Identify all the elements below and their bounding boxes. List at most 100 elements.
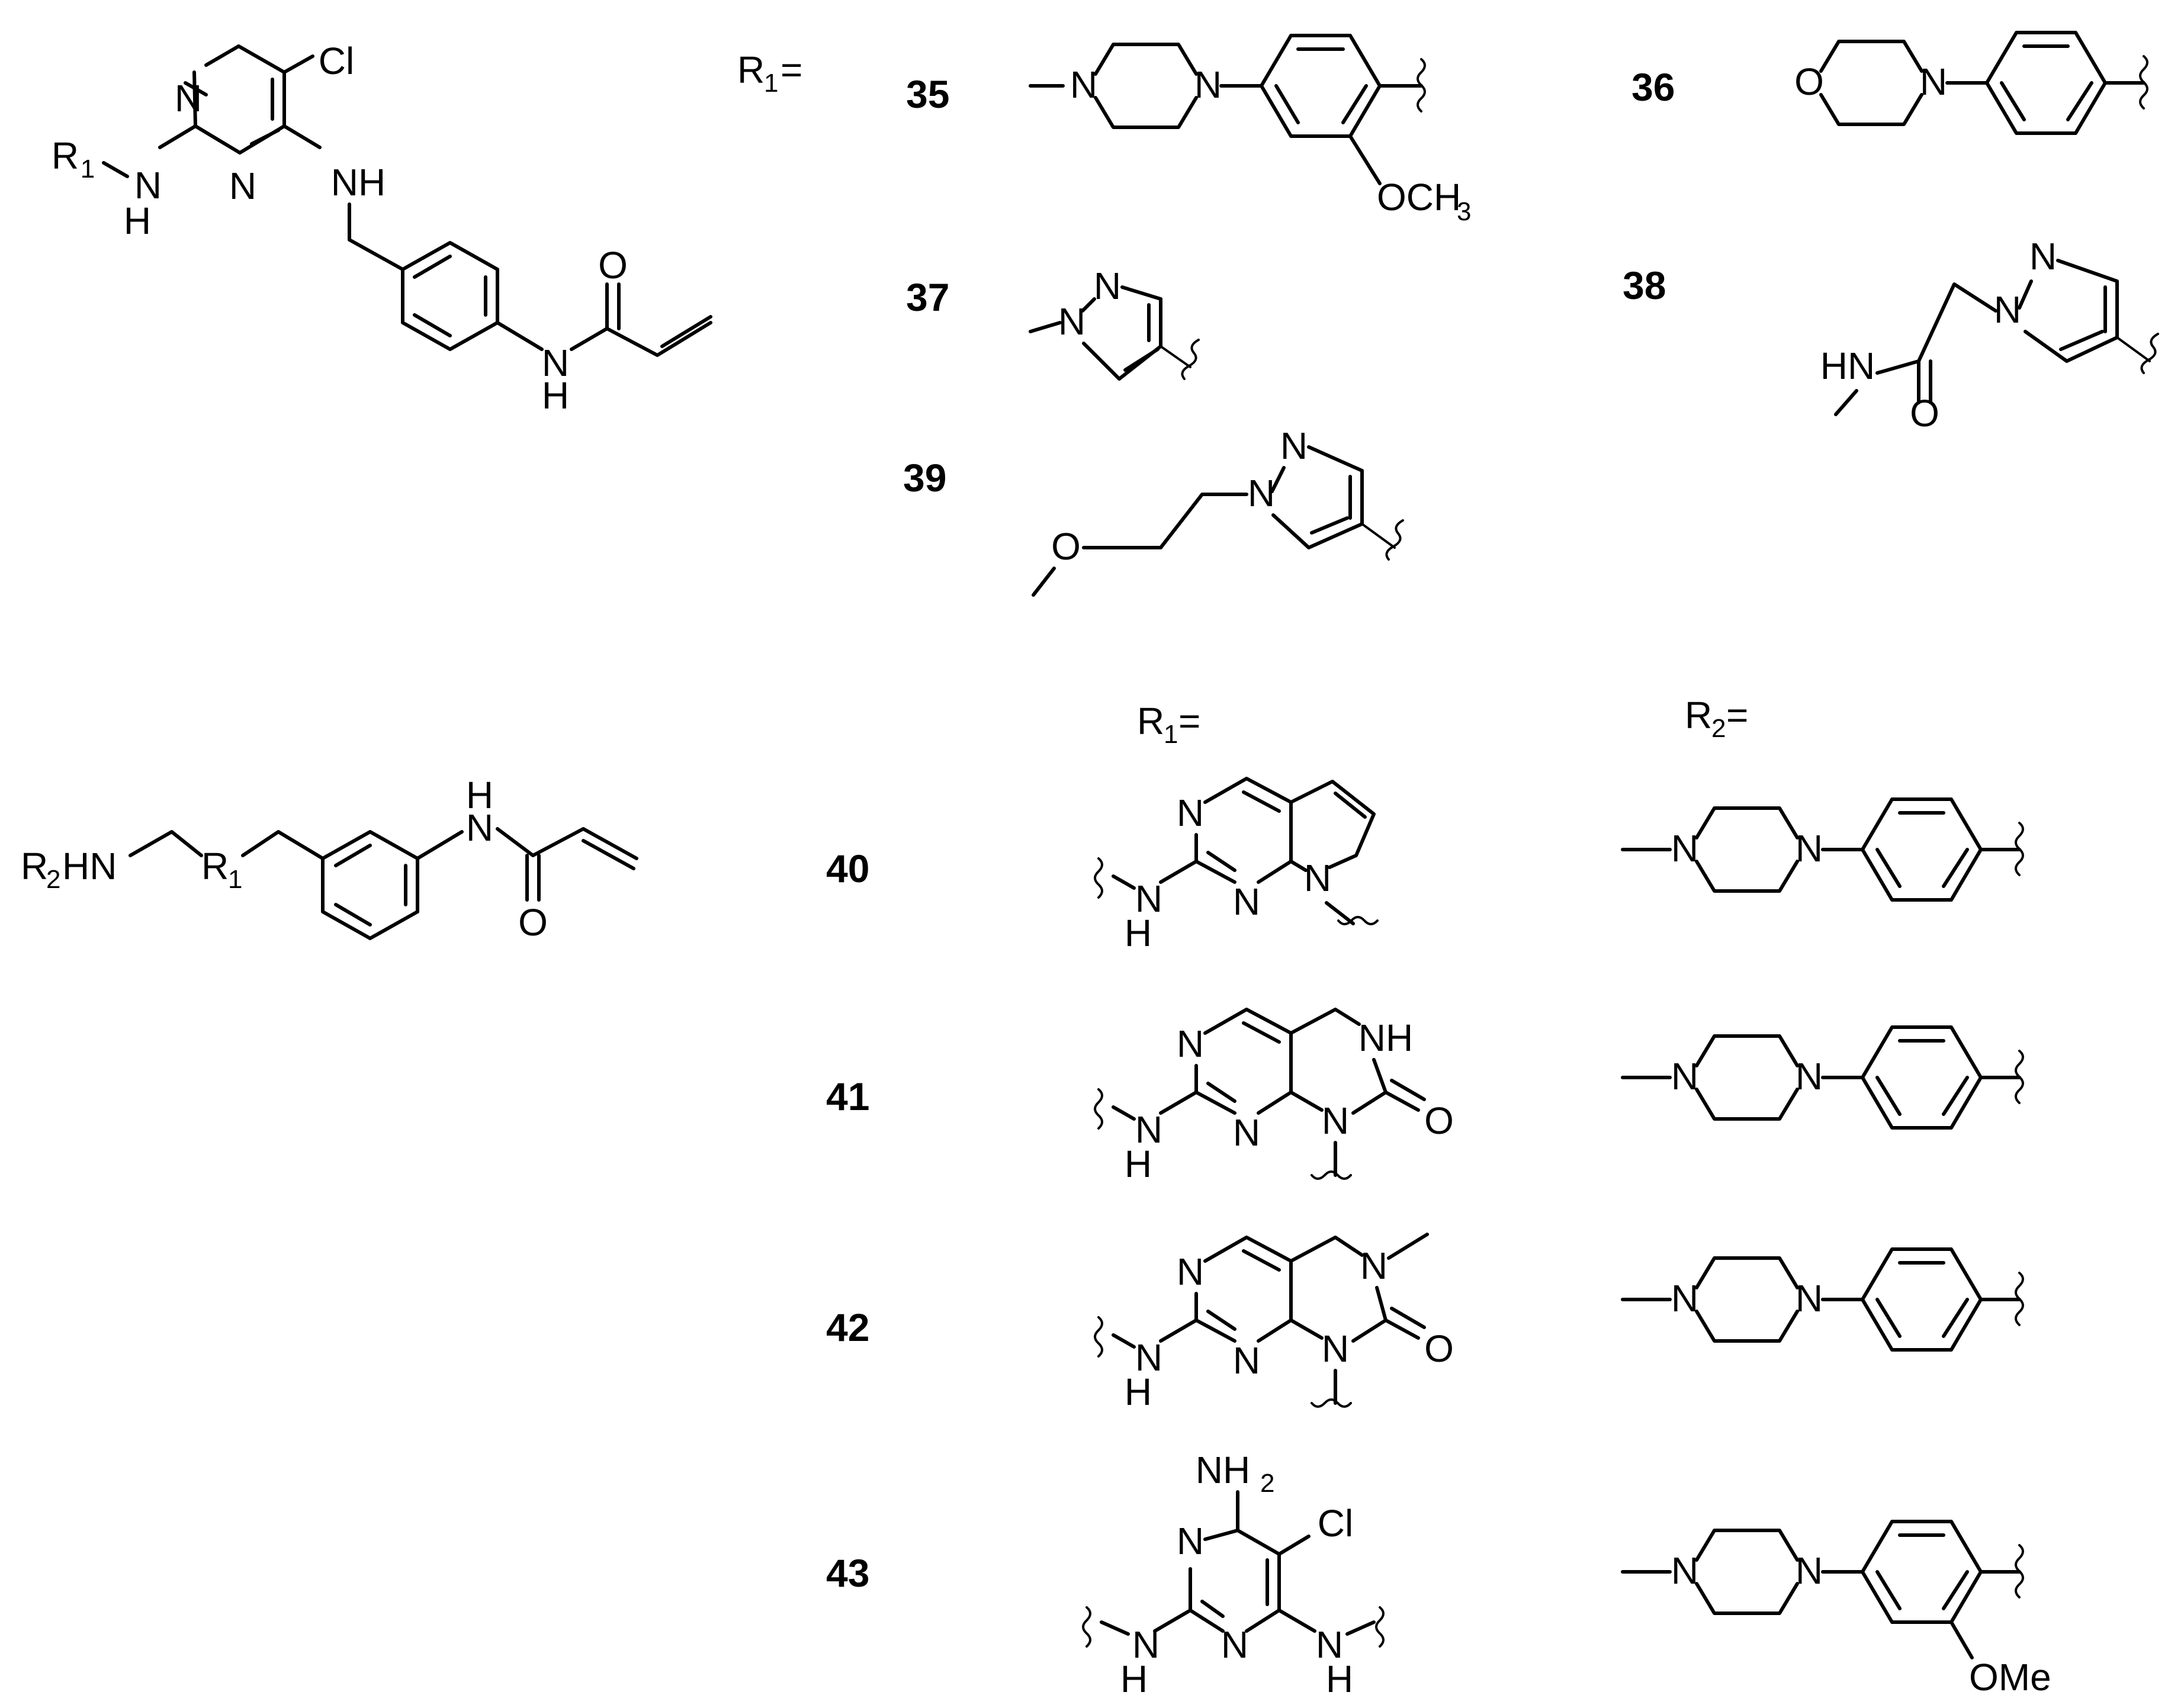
- top-r1-sub: 1: [764, 69, 778, 98]
- compound-42-n-ring: N: [1322, 1327, 1349, 1370]
- compound-43-nh-r-n: N: [1316, 1623, 1343, 1666]
- compound-42-r2-n1: N: [1671, 1277, 1698, 1320]
- compound-37-n2: N: [1094, 265, 1121, 307]
- bottom-r1-sub: 1: [1164, 720, 1178, 749]
- top-r1-eq: =: [781, 49, 802, 91]
- compound-43-nh-l-n: N: [1132, 1623, 1160, 1666]
- compound-43-number: 43: [826, 1551, 869, 1595]
- compound-41-nh-ring: NH: [1358, 1017, 1413, 1059]
- compound-41-r2-n2: N: [1796, 1055, 1823, 1098]
- compound-40-r2-n2: N: [1796, 827, 1823, 870]
- compound-43-nh2-sub: 2: [1260, 1469, 1274, 1498]
- compound-40-number: 40: [826, 847, 869, 890]
- bottom-core-structure: R 2 HN R 1 H N O: [21, 774, 638, 944]
- bottom-r2-sub: 2: [1711, 714, 1726, 743]
- compound-40-n-top: N: [1177, 792, 1204, 834]
- compound-43-nh-l-h: H: [1120, 1658, 1148, 1700]
- top-r1-label: R 1 =: [737, 49, 802, 98]
- compound-43-nh2: NH: [1196, 1449, 1250, 1491]
- bottom-core-r1-sub: 1: [228, 865, 242, 894]
- compound-36-o: O: [1794, 60, 1824, 103]
- compound-42: 42 N N N N O N H N N: [826, 1233, 2024, 1413]
- compound-41-n-mid: N: [1233, 1111, 1260, 1154]
- top-core-r-sub: 1: [81, 155, 95, 184]
- compound-43: 43 NH 2 N N Cl N H N H N N OMe: [826, 1449, 2051, 1700]
- top-core-nh-left-n: N: [134, 164, 162, 207]
- compound-39: 39 N N O: [903, 424, 1404, 597]
- top-core-cl: Cl: [319, 40, 354, 82]
- compound-41-n-ring: N: [1322, 1099, 1349, 1142]
- compound-40-n-mid: N: [1233, 880, 1260, 923]
- top-core-nh-right: NH: [331, 161, 386, 204]
- compound-42-n-top: N: [1177, 1250, 1204, 1293]
- bottom-r2-eq: =: [1726, 694, 1748, 736]
- bottom-r1-eq: =: [1178, 700, 1200, 742]
- compound-39-n2: N: [1280, 424, 1308, 467]
- compound-42-number: 42: [826, 1305, 869, 1349]
- compound-43-r2-n2: N: [1796, 1549, 1823, 1592]
- compound-42-nh-n: N: [1135, 1336, 1162, 1379]
- compound-36: 36 O N: [1631, 31, 2148, 135]
- compound-43-cl: Cl: [1318, 1502, 1353, 1545]
- compound-40-n-pyrrole: N: [1304, 857, 1331, 899]
- compound-41: 41 N N NH N O N H N N: [826, 1008, 2024, 1185]
- compound-35-ome-sub: 3: [1457, 197, 1471, 226]
- compound-41-o: O: [1424, 1099, 1454, 1142]
- compound-41-r2-n1: N: [1671, 1055, 1698, 1098]
- bottom-core-n: N: [466, 806, 493, 849]
- compound-42-n-me: N: [1360, 1244, 1388, 1287]
- compound-40-nh-n: N: [1135, 877, 1162, 920]
- compound-38: 38 N N O HN: [1623, 235, 2159, 435]
- bottom-core-r2-sub: 2: [46, 865, 60, 894]
- compound-43-r2-n1: N: [1671, 1549, 1698, 1592]
- top-core-amide-o: O: [598, 244, 628, 287]
- bottom-core-r2-hn: HN: [62, 845, 117, 887]
- compound-42-n-mid: N: [1233, 1339, 1260, 1382]
- compound-43-nh-r-h: H: [1326, 1658, 1353, 1700]
- compound-35: 35 N N OCH 3: [906, 34, 1471, 226]
- compound-41-nh-n: N: [1135, 1108, 1162, 1151]
- bottom-r2-r: R: [1685, 694, 1712, 736]
- compound-39-n1: N: [1248, 472, 1275, 514]
- compound-41-number: 41: [826, 1075, 869, 1118]
- bottom-core-r1: R: [201, 845, 229, 887]
- top-core-nh-left-h: H: [124, 200, 151, 242]
- compound-36-n: N: [1920, 60, 1947, 103]
- bottom-core-r2: R: [21, 845, 48, 887]
- top-core-n-ring-top: N: [175, 77, 202, 120]
- bottom-r1-header: R 1 =: [1137, 700, 1200, 749]
- compound-35-n2: N: [1194, 63, 1222, 106]
- compound-38-hn: HN: [1820, 345, 1875, 387]
- compound-40: 40 N N N N H N N: [826, 777, 2024, 954]
- bottom-core-h: H: [466, 774, 493, 816]
- compound-40-nh-h: H: [1125, 912, 1152, 954]
- bottom-core-o: O: [518, 901, 548, 944]
- top-core-amide-n: N: [542, 342, 569, 384]
- compound-43-n-mid: N: [1221, 1623, 1248, 1666]
- top-core-n-ring-bottom: N: [229, 165, 256, 207]
- compound-40-r2-n1: N: [1671, 827, 1698, 870]
- bottom-r2-header: R 2 =: [1685, 694, 1748, 743]
- compound-41-n-top: N: [1177, 1022, 1204, 1065]
- compound-37-n1: N: [1058, 300, 1085, 343]
- compound-35-n1: N: [1070, 63, 1097, 106]
- compound-41-nh-h: H: [1125, 1143, 1152, 1185]
- compound-42-o: O: [1424, 1327, 1454, 1370]
- compound-38-o: O: [1910, 392, 1939, 435]
- top-core-amide-h: H: [542, 374, 569, 417]
- compound-42-r2-n2: N: [1796, 1277, 1823, 1320]
- compound-38-number: 38: [1623, 263, 1666, 307]
- top-r1-r: R: [737, 49, 765, 91]
- compound-43-r2-ome: OMe: [1969, 1656, 2051, 1699]
- bottom-r1-r: R: [1137, 700, 1164, 742]
- compound-35-number: 35: [906, 72, 949, 116]
- top-core-structure: N N Cl N H R 1 NH N H O: [52, 40, 712, 417]
- compound-39-number: 39: [903, 456, 946, 500]
- compound-38-n1: N: [1994, 288, 2021, 331]
- compound-39-o: O: [1051, 525, 1081, 568]
- compound-38-n2: N: [2029, 235, 2057, 278]
- compound-43-n-top: N: [1177, 1520, 1204, 1562]
- top-core-r: R: [52, 134, 79, 177]
- compound-36-number: 36: [1631, 65, 1675, 109]
